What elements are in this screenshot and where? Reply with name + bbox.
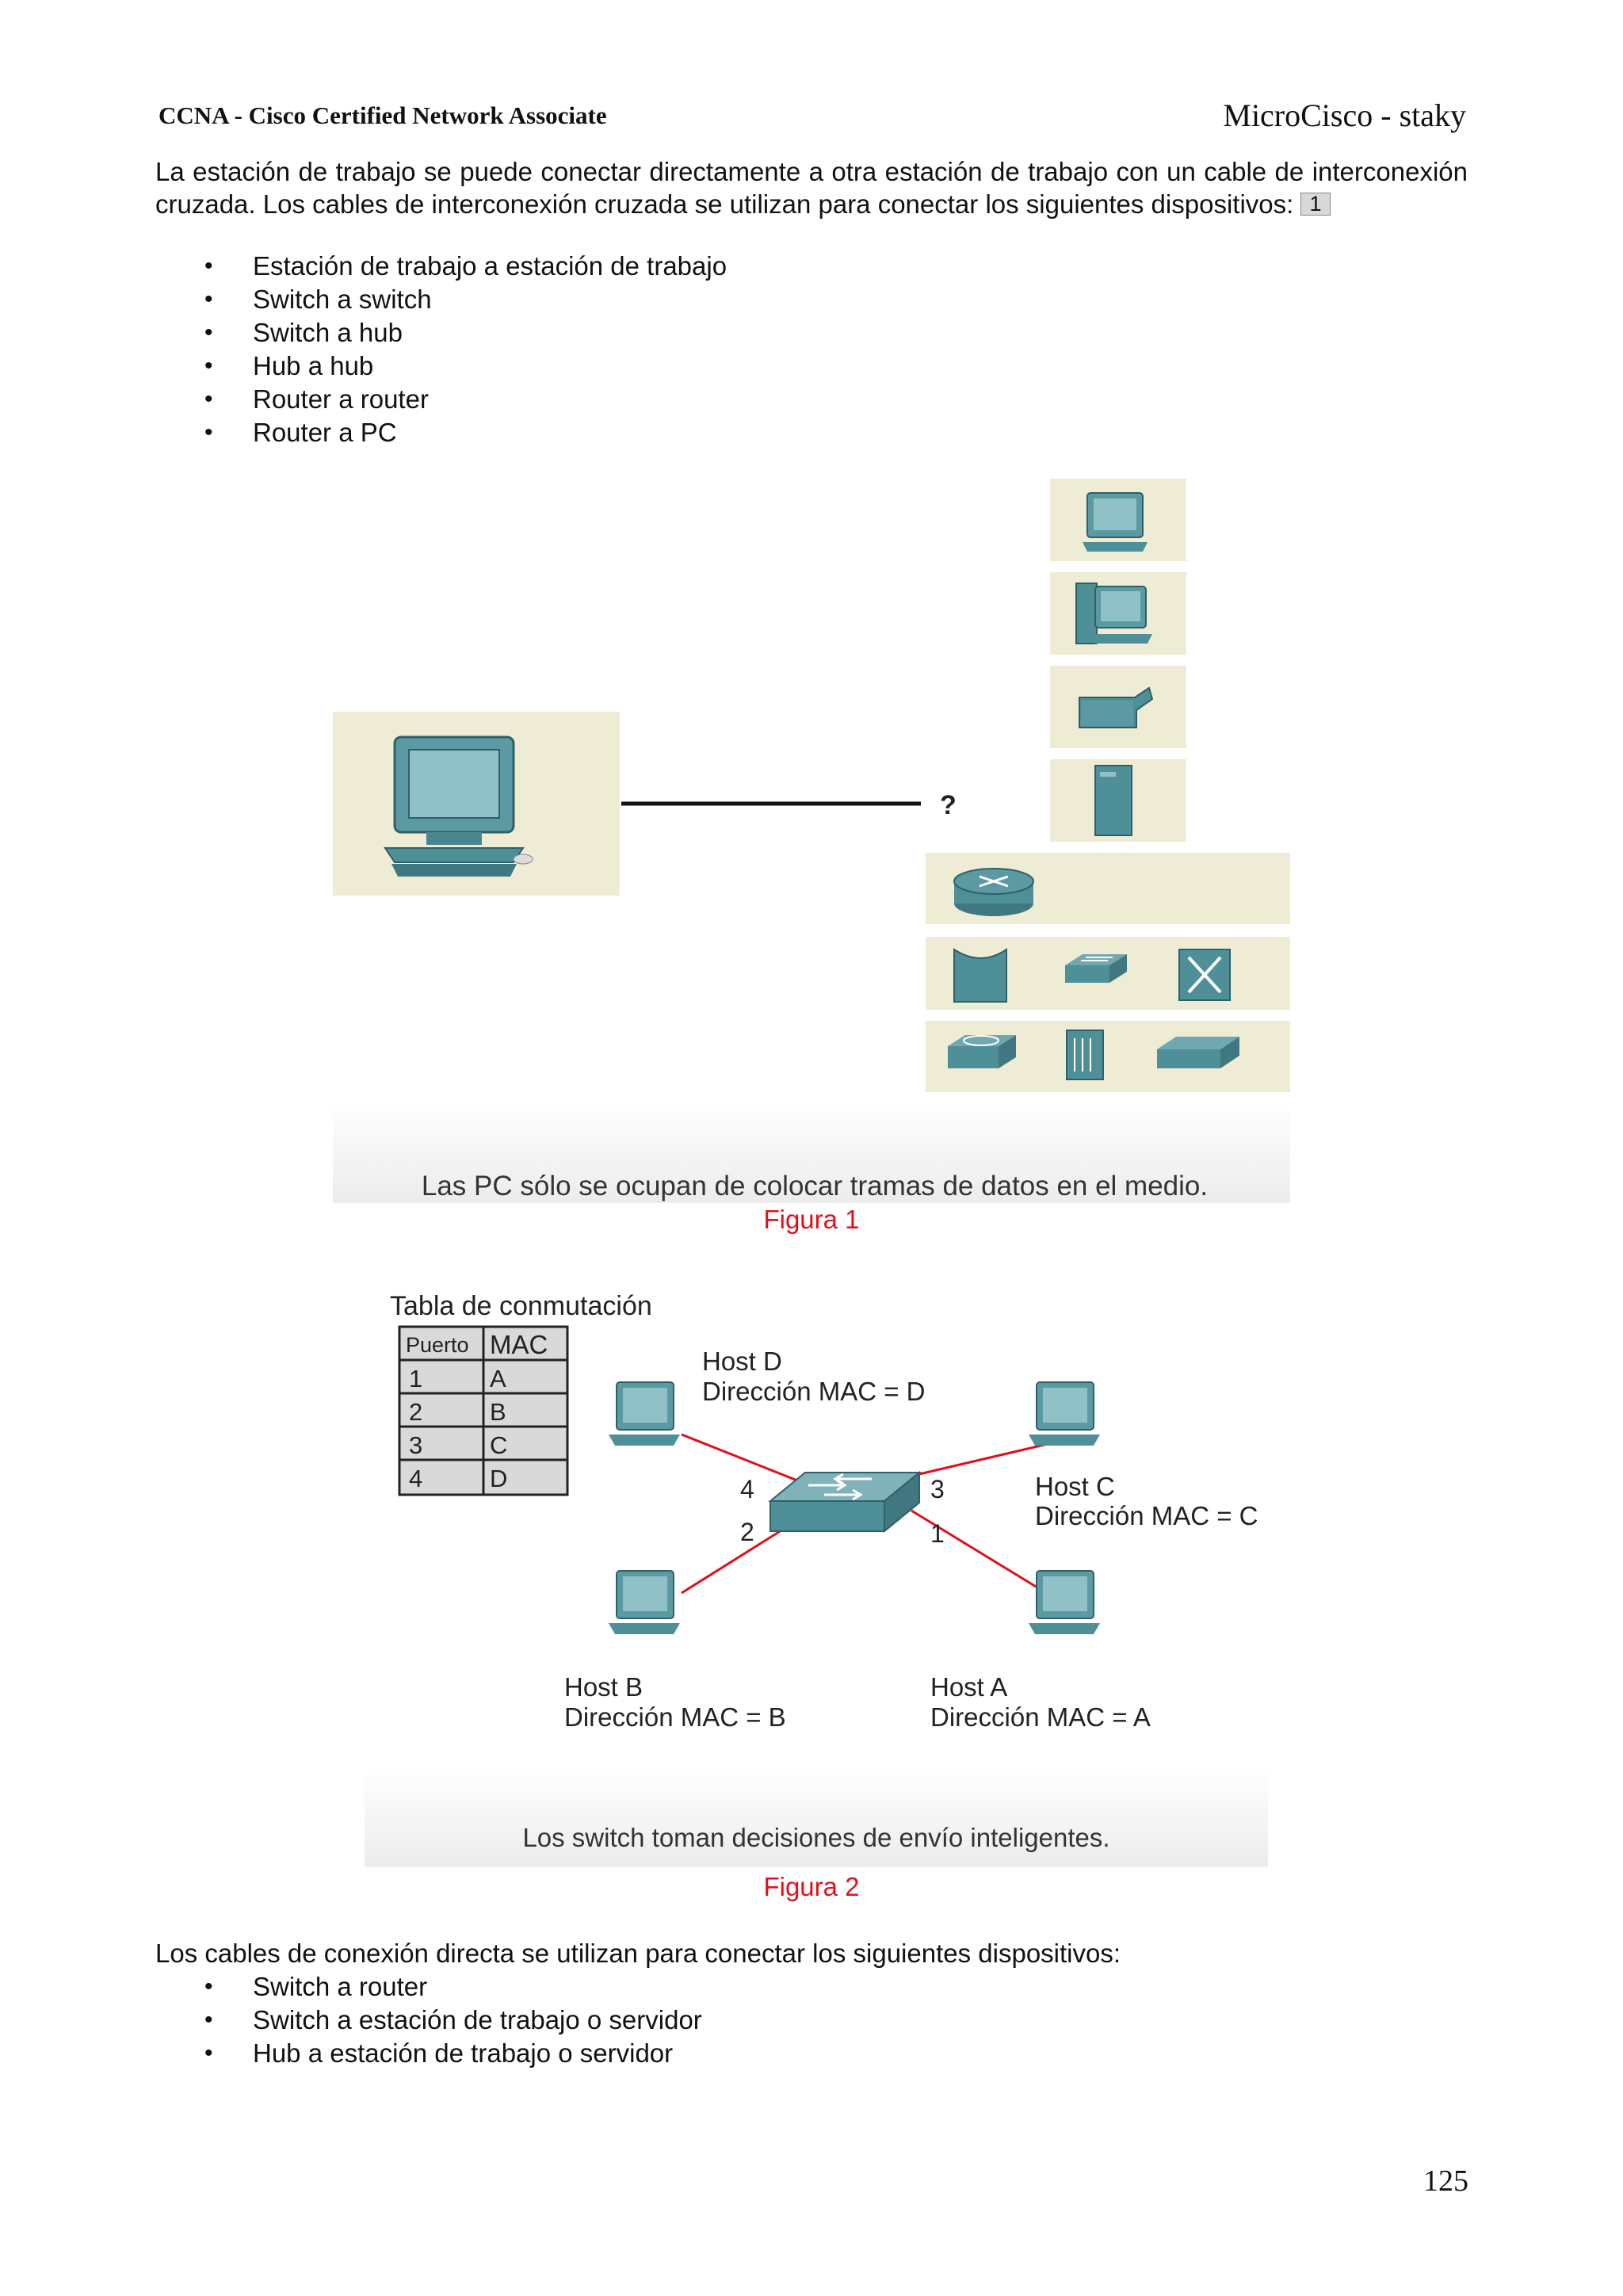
crossover-list: Estación de trabajo a estación de trabaj… [155,250,727,449]
figure-1-caption-band [333,1102,1290,1203]
figure-1-diagram: ? [333,479,1290,1203]
server-icon [1094,765,1132,836]
table-cell: B [490,1398,506,1426]
port-label-1: 1 [930,1519,945,1548]
host-d-icon [609,1381,680,1446]
table-header-mac: MAC [490,1330,548,1359]
host-a-mac: Dirección MAC = A [930,1702,1151,1732]
router-icon [953,868,1034,916]
figure-1-caption: Las PC sólo se ocupan de colocar tramas … [422,1171,1208,1201]
header-right: MicroCisco - staky [1223,97,1466,133]
table-cell: C [490,1431,507,1459]
figure-2-diagram: Tabla de conmutación Puerto MAC 1 A 2 B … [365,1291,1268,1867]
list-item: Hub a estación de trabajo o servidor [155,2037,702,2070]
list-item: Switch a switch [155,283,727,316]
host-c-icon [1029,1381,1100,1446]
atm-switch-icon [1178,949,1231,1001]
list-item: Switch a router [155,1970,702,2004]
workstation-icon [384,735,533,877]
table-cell: 1 [409,1365,422,1392]
host-d-name: Host D [702,1347,782,1376]
intro-text: La estación de trabajo se puede conectar… [155,157,1468,219]
switching-table: Puerto MAC 1 A 2 B 3 C 4 D [398,1325,569,1496]
hub-icon [948,1035,1016,1068]
table-cell: D [490,1465,507,1492]
header-left: CCNA - Cisco Certified Network Associate [158,101,607,129]
central-switch-icon [768,1470,922,1534]
workstation-tower-icon [1075,583,1152,644]
list-item: Switch a hub [155,316,727,350]
figure-2-caption: Los switch toman decisiones de envío int… [522,1823,1109,1852]
table-cell: 2 [409,1398,422,1426]
table-header-port: Puerto [406,1333,469,1357]
list-item: Switch a estación de trabajo o servidor [155,2004,702,2037]
switch-flat-icon [1157,1037,1239,1068]
list-item: Router a router [155,383,727,416]
hub-curved-icon [953,948,1007,1003]
list-item: Hub a hub [155,350,727,383]
host-b-icon [609,1570,680,1634]
table-title: Tabla de conmutación [390,1291,652,1321]
figure-2-caption-band [365,1767,1268,1867]
question-mark: ? [940,790,957,820]
intro-paragraph: La estación de trabajo se puede conectar… [155,155,1468,220]
list-item: Estación de trabajo a estación de trabaj… [155,250,727,283]
straight-paragraph: Los cables de conexión directa se utiliz… [155,1939,1121,1968]
reference-marker[interactable]: 1 [1300,193,1331,216]
host-b-name: Host B [564,1672,643,1702]
bridge-icon [1066,1030,1104,1080]
workstation-small-icon [1083,492,1148,552]
host-c-name: Host C [1035,1472,1115,1501]
figure-1-label: Figura 1 [763,1205,860,1234]
page-number: 125 [1423,2164,1468,2198]
table-cell: 3 [409,1431,422,1459]
switch-icon [1065,954,1127,983]
host-b-mac: Dirección MAC = B [564,1702,786,1732]
table-cell: 4 [409,1465,422,1492]
host-a-icon [1029,1570,1100,1634]
host-a-name: Host A [930,1672,1007,1702]
list-item: Router a PC [155,416,727,449]
straight-list: Switch a router Switch a estación de tra… [155,1970,702,2070]
host-c-mac: Dirección MAC = C [1035,1501,1258,1530]
port-label-3: 3 [930,1475,945,1503]
port-label-4: 4 [740,1475,754,1503]
table-cell: A [490,1365,506,1392]
figure-2-label: Figura 2 [763,1872,860,1901]
host-d-mac: Dirección MAC = D [702,1377,925,1406]
port-label-2: 2 [740,1518,754,1546]
printer-icon [1079,686,1154,728]
